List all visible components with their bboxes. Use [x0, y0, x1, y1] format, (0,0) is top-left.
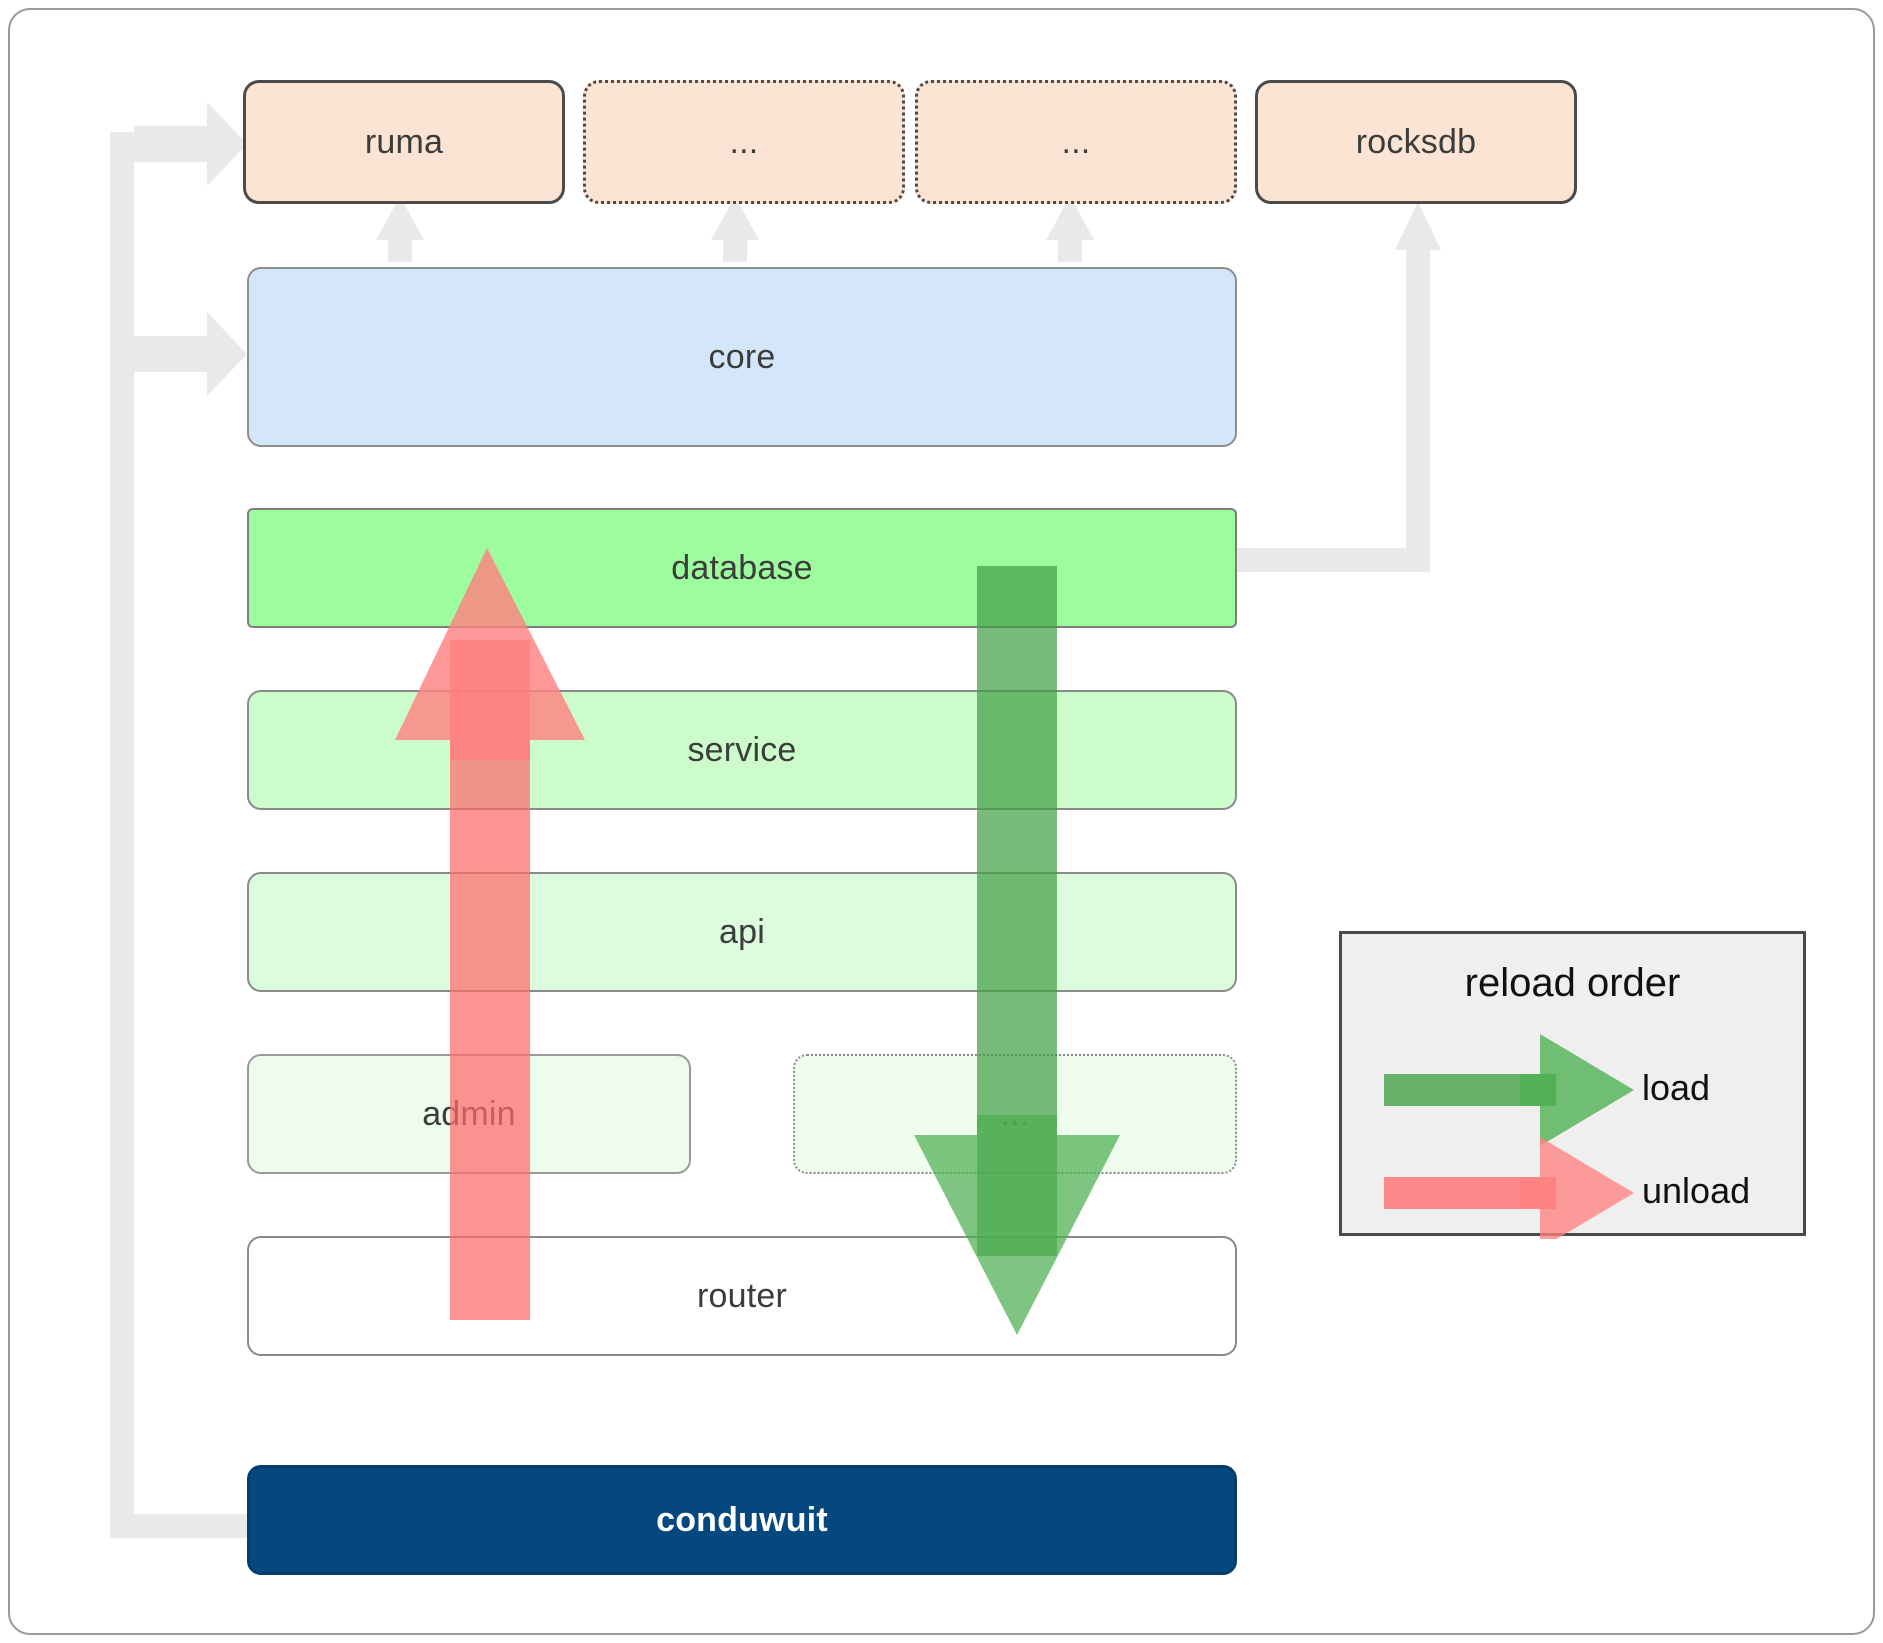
legend-label-load: load: [1642, 1067, 1711, 1108]
node-dependency-placeholder-1-label: ...: [729, 122, 759, 161]
node-core[interactable]: core: [247, 267, 1237, 447]
legend-title: reload order: [1464, 961, 1681, 1005]
node-service-label: service: [687, 730, 797, 769]
node-crate-placeholder-label: ...: [1000, 1094, 1030, 1133]
node-api-label: api: [719, 912, 765, 951]
node-router-label: router: [696, 1276, 788, 1315]
node-dependency-placeholder-2-label: ...: [1061, 122, 1091, 161]
node-database[interactable]: database: [247, 508, 1237, 628]
node-dependency-placeholder-1[interactable]: ...: [583, 80, 905, 204]
node-dependency-placeholder-2[interactable]: ...: [915, 80, 1237, 204]
node-conduwuit-label: conduwuit: [656, 1500, 828, 1539]
node-crate-placeholder[interactable]: ...: [793, 1054, 1237, 1174]
node-conduwuit[interactable]: conduwuit: [247, 1465, 1237, 1575]
node-service[interactable]: service: [247, 690, 1237, 810]
node-admin[interactable]: admin: [247, 1054, 691, 1174]
node-core-label: core: [708, 337, 776, 376]
node-ruma-label: ruma: [364, 122, 444, 161]
node-rocksdb[interactable]: rocksdb: [1255, 80, 1577, 204]
node-rocksdb-label: rocksdb: [1355, 122, 1477, 161]
node-ruma[interactable]: ruma: [243, 80, 565, 204]
unload-arrow-icon: [1384, 1137, 1634, 1239]
node-router[interactable]: router: [247, 1236, 1237, 1356]
legend-reload-order: reload order load unload: [1339, 931, 1806, 1239]
node-admin-label: admin: [422, 1094, 516, 1133]
diagram-frame: [8, 8, 1875, 1635]
load-arrow-icon: [1384, 1034, 1634, 1146]
node-api[interactable]: api: [247, 872, 1237, 992]
legend-arrow-icons: [1384, 1034, 1634, 1239]
legend-label-unload: unload: [1642, 1170, 1751, 1211]
node-database-label: database: [671, 548, 813, 587]
